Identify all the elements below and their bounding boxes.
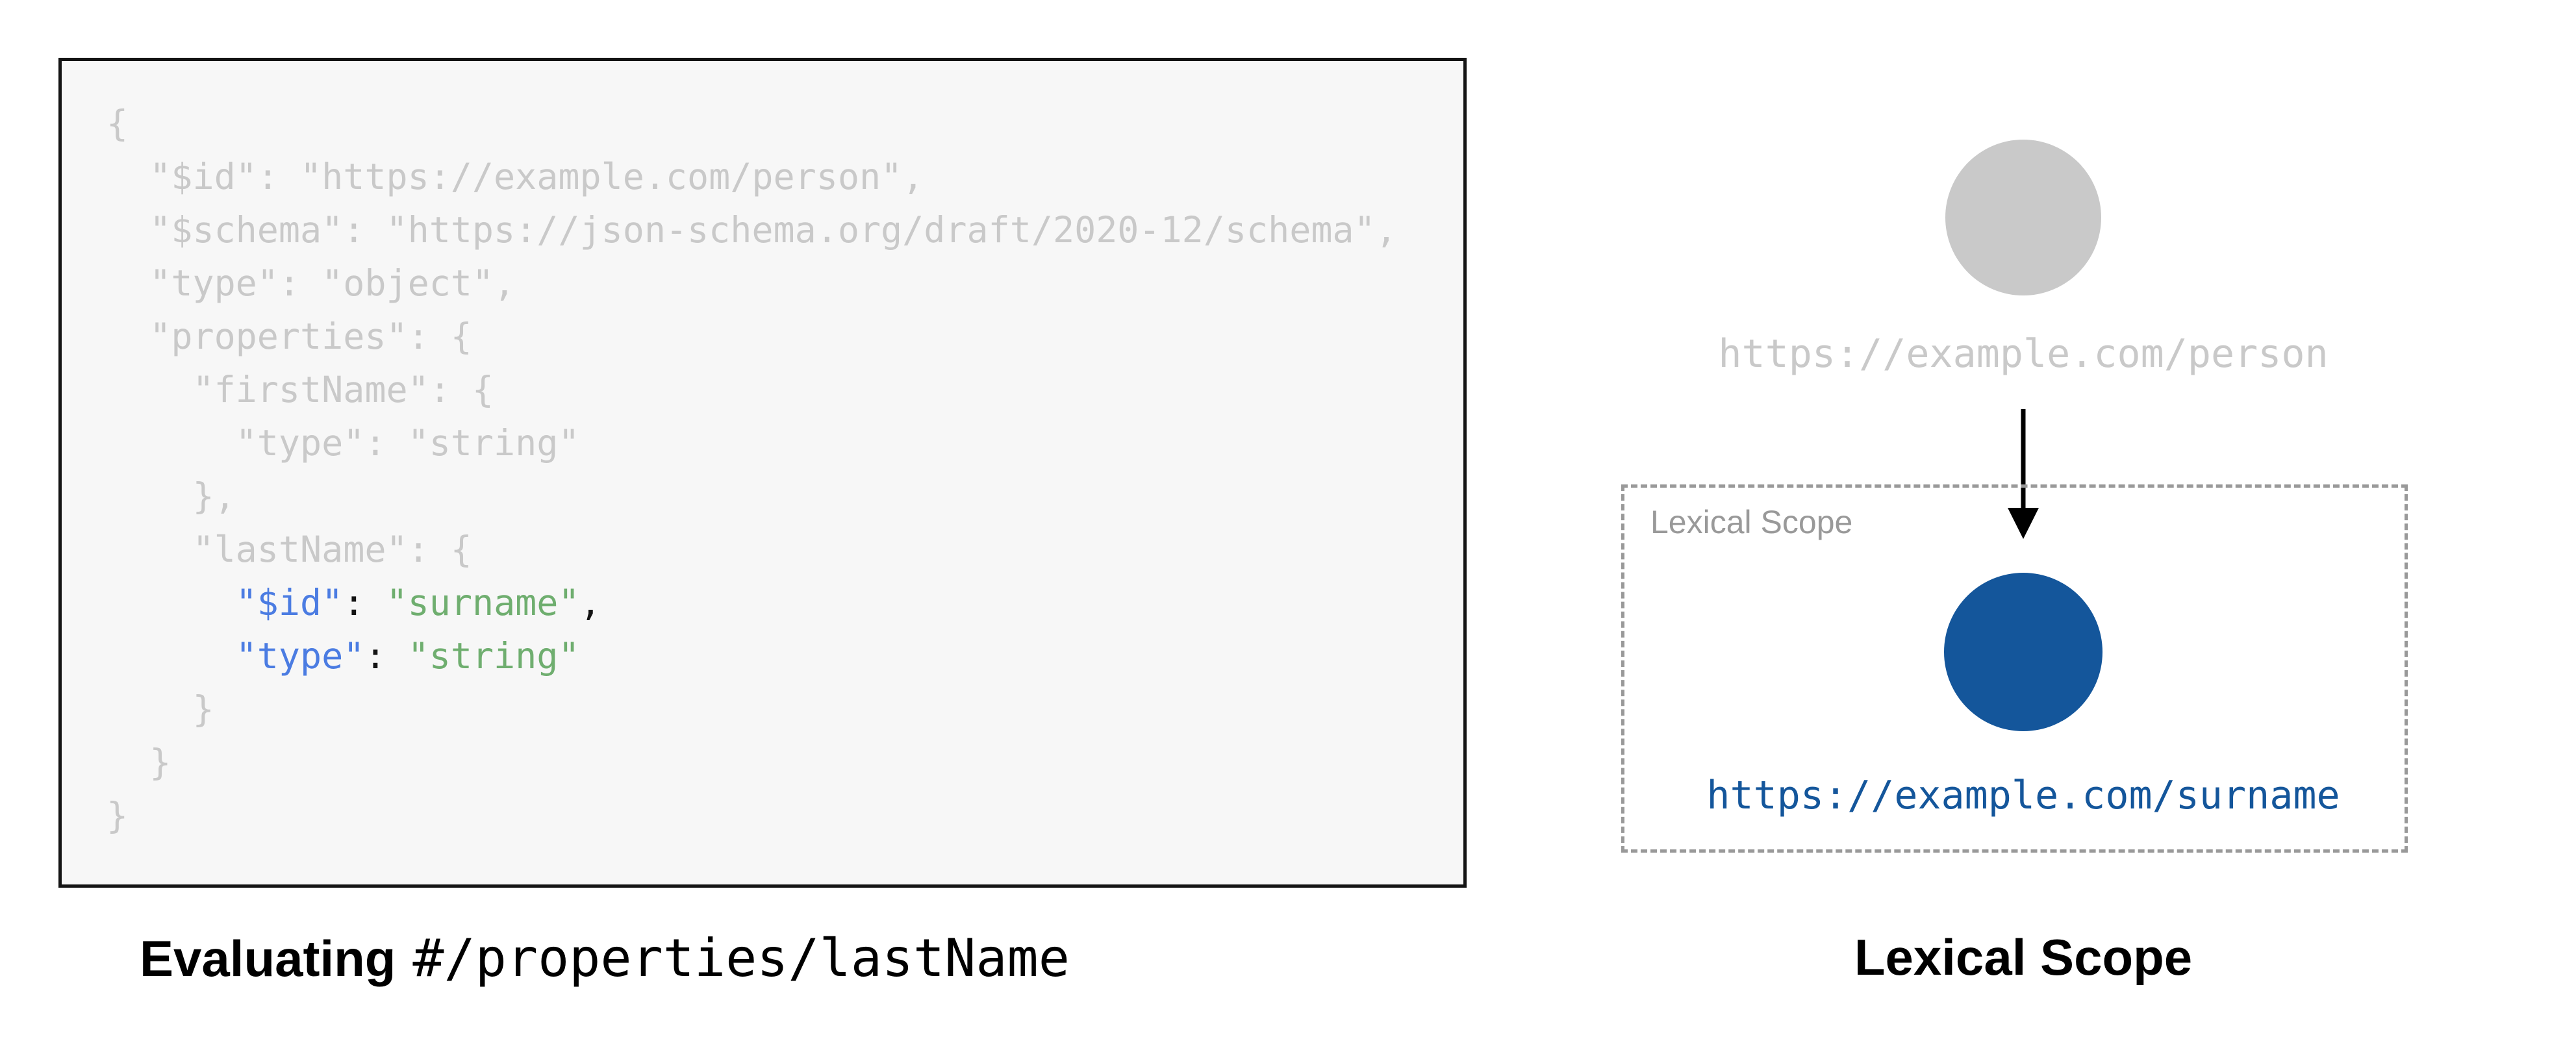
code-segment: "type": "object",	[107, 262, 516, 304]
code-segment: "properties": {	[107, 316, 472, 357]
code-line: }	[107, 736, 1397, 789]
code-line: "lastName": {	[107, 523, 1397, 576]
code-segment: "$schema": "https://json-schema.org/draf…	[107, 209, 1397, 251]
code-segment: ,	[579, 582, 601, 623]
code-segment: "firstName": {	[107, 369, 494, 410]
json-schema-code: { "$id": "https://example.com/person", "…	[107, 97, 1397, 842]
code-segment: "type": "string"	[107, 422, 580, 464]
code-segment: },	[107, 475, 236, 517]
code-line: "type": "string"	[107, 416, 1397, 469]
code-segment: "$id"	[235, 582, 344, 623]
json-schema-code-panel: { "$id": "https://example.com/person", "…	[58, 58, 1467, 888]
code-line: "$schema": "https://json-schema.org/draf…	[107, 203, 1397, 257]
code-line: "firstName": {	[107, 363, 1397, 416]
code-line: }	[107, 789, 1397, 842]
left-caption-evaluating-label: Evaluating	[140, 930, 396, 987]
code-line: "$id": "surname",	[107, 576, 1397, 629]
child-schema-url: https://example.com/surname	[1706, 773, 2340, 818]
code-segment: "surname"	[386, 582, 580, 623]
code-line: },	[107, 469, 1397, 523]
code-segment: "string"	[407, 635, 580, 677]
code-segment: :	[343, 582, 386, 623]
code-segment	[107, 582, 236, 623]
parent-schema-node-circle	[1945, 140, 2101, 295]
child-schema-node-circle	[1944, 573, 2102, 731]
code-segment: "type"	[235, 635, 365, 677]
code-segment: }	[107, 742, 171, 783]
code-segment: :	[364, 635, 408, 677]
code-segment: "lastName": {	[107, 529, 472, 570]
code-line: "type": "object",	[107, 257, 1397, 310]
code-line: }	[107, 682, 1397, 736]
left-caption: Evaluating #/properties/lastName	[140, 930, 1070, 987]
left-caption-json-pointer: #/properties/lastName	[412, 928, 1070, 988]
arrow-down-icon	[2008, 409, 2039, 539]
parent-schema-url: https://example.com/person	[1718, 331, 2329, 377]
code-segment: }	[107, 688, 214, 730]
right-caption: Lexical Scope	[1854, 929, 2193, 986]
code-segment	[107, 635, 236, 677]
code-segment: "$id": "https://example.com/person",	[107, 156, 924, 197]
lexical-scope-box-label: Lexical Scope	[1650, 504, 1853, 540]
code-line: "properties": {	[107, 310, 1397, 363]
code-segment: }	[107, 795, 129, 836]
code-line: "type": "string"	[107, 629, 1397, 682]
code-line: {	[107, 97, 1397, 150]
code-segment: {	[107, 103, 129, 144]
code-line: "$id": "https://example.com/person",	[107, 150, 1397, 203]
lexical-scope-box: Lexical Scope	[1621, 484, 2408, 853]
